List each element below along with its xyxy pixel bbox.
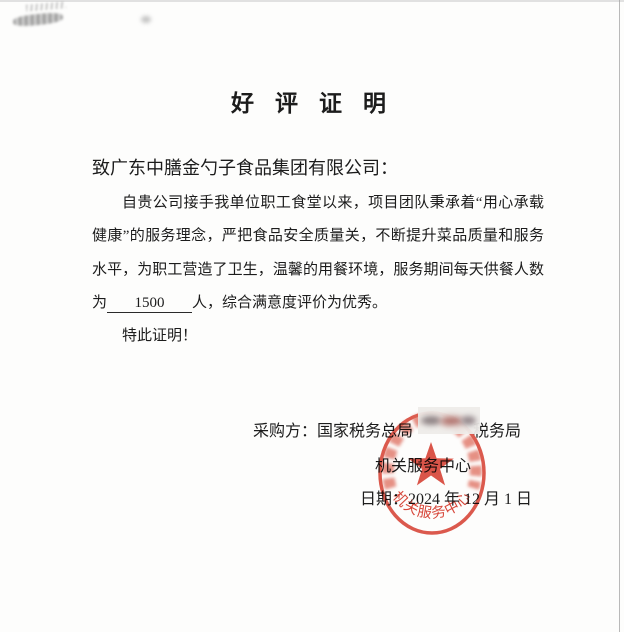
date-line: 日期：2024 年 12 月 1 日	[360, 491, 533, 508]
scan-smudge	[25, 1, 67, 12]
seal-bottom-text: 机关服务中心	[389, 488, 475, 522]
body-text-after: 人，综合满意度评价为优秀。	[192, 295, 388, 312]
purchaser-line: 采购方：国家税务总局 税务局	[253, 417, 521, 441]
scan-smudge	[12, 11, 64, 28]
body-text-before: 自贵公司接手我单位职工食堂以来，项目团队秉承着“用心承载健康”的服务理念，严把食…	[92, 195, 544, 312]
daily-diners-value: 1500	[107, 294, 193, 314]
closing-line: 特此证明！	[122, 328, 198, 344]
scan-right-edge-line	[619, 0, 620, 632]
purchaser-suffix: 税务局	[473, 423, 522, 440]
scan-top-edge	[0, 0, 624, 2]
salutation-line: 致广东中膳金勺子食品集团有限公司：	[92, 158, 398, 178]
body-paragraph: 自贵公司接手我单位职工食堂以来，项目团队秉承着“用心承载健康”的服务理念，严把食…	[92, 187, 544, 321]
blur-blob	[461, 416, 476, 425]
seal-star-icon	[408, 442, 454, 486]
redacted-blur-patch	[418, 407, 480, 434]
blur-blob	[440, 417, 463, 425]
certificate-title: 好评证明	[231, 91, 407, 116]
purchaser-prefix: 采购方：国家税务总局	[253, 423, 414, 440]
scan-dot	[141, 16, 151, 23]
blur-blob	[421, 416, 441, 425]
